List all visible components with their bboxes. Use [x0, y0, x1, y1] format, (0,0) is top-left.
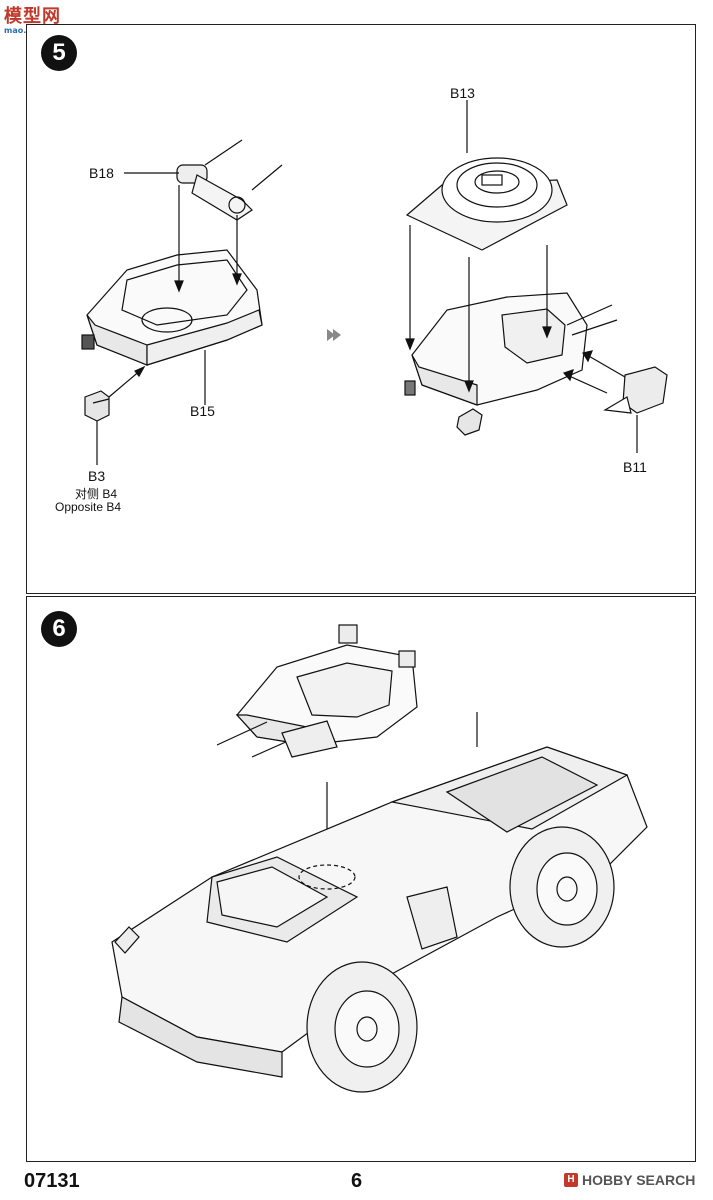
hatch-part-b11-drawing: [603, 366, 668, 414]
step-6-panel: 6: [26, 596, 696, 1162]
hobby-search-logo-icon: H: [564, 1173, 578, 1187]
hobby-search-watermark: H HOBBY SEARCH: [564, 1172, 695, 1188]
label-b11: B11: [623, 459, 647, 475]
label-b13: B13: [450, 85, 475, 101]
assembled-turret-base-drawing: [404, 292, 618, 436]
hobby-search-text: HOBBY SEARCH: [582, 1172, 696, 1188]
step-5-badge: 5: [41, 35, 77, 71]
front-wheel-drawing: [306, 961, 418, 1093]
armored-vehicle-hull-drawing: [111, 746, 648, 1078]
page-number: 6: [351, 1170, 363, 1192]
step-6-assembly-illustration: [111, 624, 648, 1093]
label-b18: B18: [89, 165, 114, 181]
watermark-site-name: 模型网: [4, 6, 61, 27]
label-b15: B15: [190, 403, 215, 419]
turret-top-b13-drawing: [405, 157, 568, 251]
gun-mount-b18-drawing: [176, 139, 283, 221]
label-b3-opposite-en: Opposite B4: [55, 500, 122, 514]
product-code: 07131: [24, 1170, 80, 1192]
step-5-assembly-illustration: [81, 100, 668, 465]
step-6-badge: 6: [41, 611, 77, 647]
label-b3: B3: [88, 468, 106, 484]
step-5-panel: 5: [26, 24, 696, 594]
label-b3-opposite-cn: 对侧 B4: [75, 487, 118, 501]
hatch-part-b3-drawing: [84, 390, 110, 422]
turret-assembly-drawing: [216, 624, 418, 758]
rear-wheel-drawing: [509, 826, 615, 948]
